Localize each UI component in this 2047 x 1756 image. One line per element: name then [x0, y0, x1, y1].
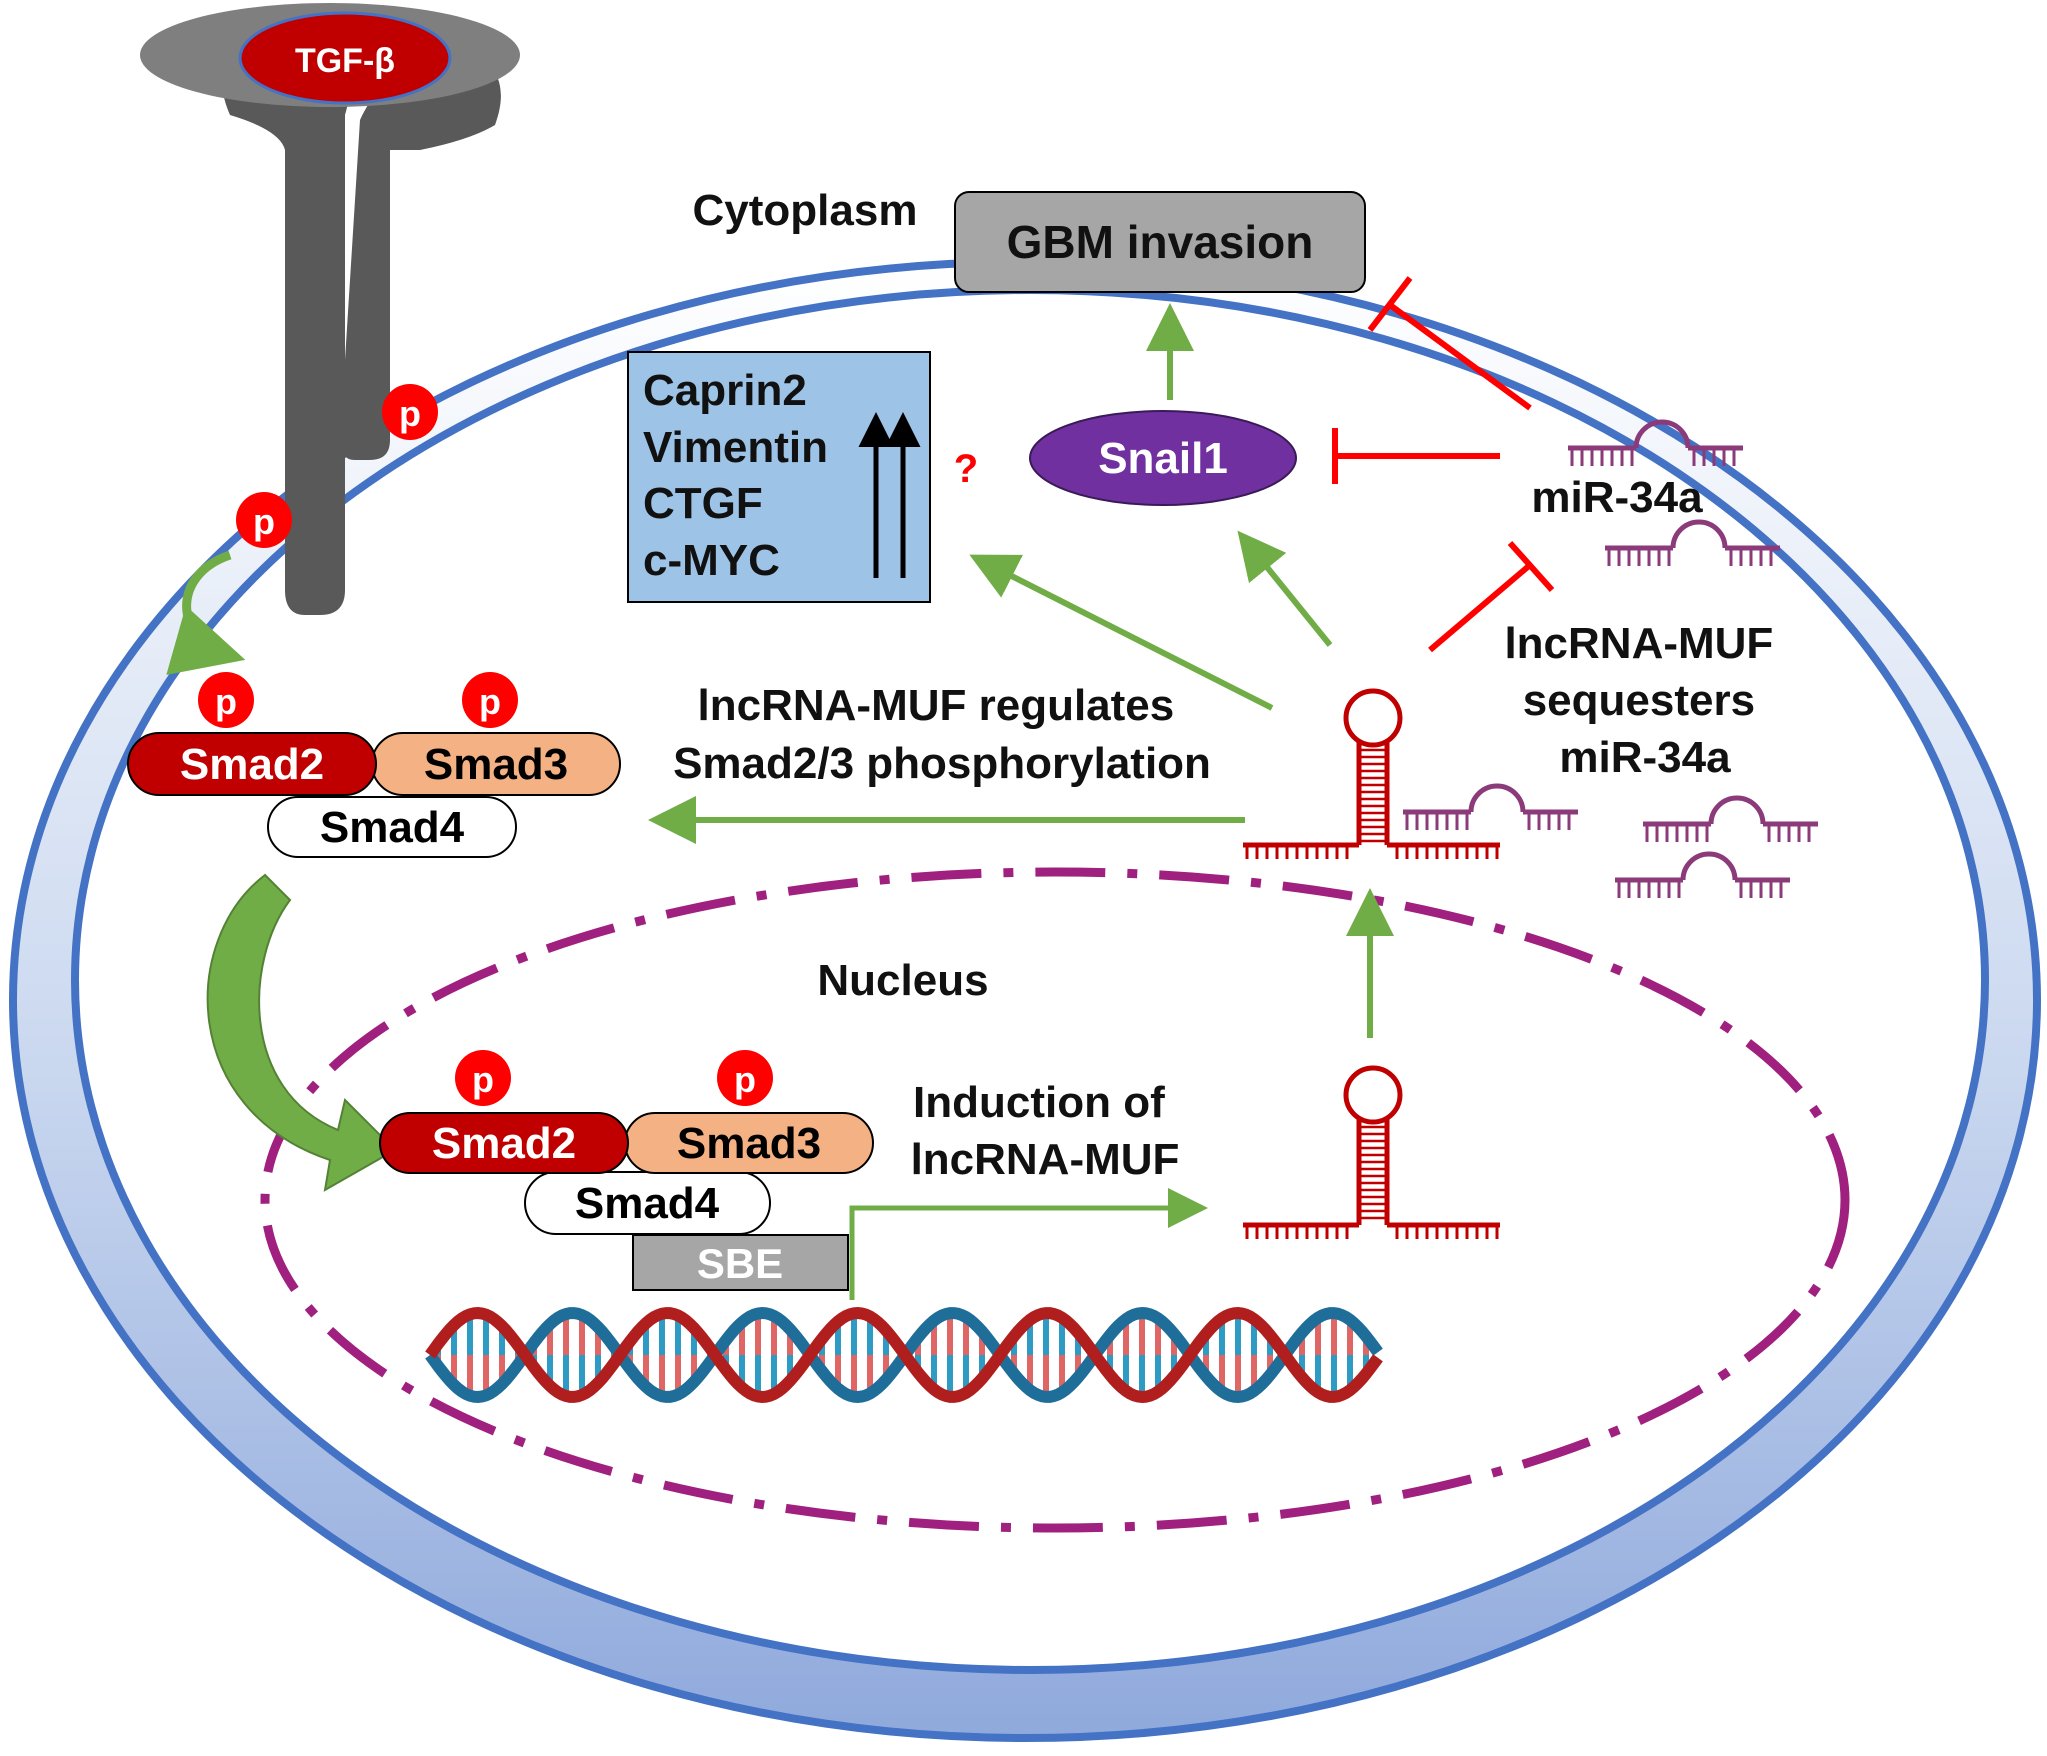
phospho-label: p — [399, 393, 421, 434]
sequesters-line-1: lncRNA-MUF — [1504, 619, 1773, 668]
gene-ctgf: CTGF — [643, 479, 763, 528]
sequesters-line-3: miR-34a — [1559, 733, 1731, 782]
mirna-inhibits-snail1 — [1332, 428, 1500, 484]
dna-double-helix — [425, 1306, 1383, 1404]
mirna-bulge — [1468, 783, 1526, 813]
phosphorylation-curve-arrow — [166, 550, 246, 675]
nucleus-boundary — [260, 867, 1850, 1533]
smad4-label: Smad4 — [575, 1179, 720, 1228]
phospho-label: p — [734, 1059, 756, 1100]
nucleus-label: Nucleus — [817, 956, 988, 1005]
smad2-phospho — [198, 672, 254, 728]
smad2-phospho — [455, 1050, 511, 1106]
snail1-label: Snail1 — [1098, 434, 1228, 483]
nuclear-translocation-arrow — [206, 873, 397, 1192]
tgf-beta-label: TGF-β — [295, 42, 395, 80]
mirna-inhibits-invasion — [1367, 276, 1532, 411]
receptor-phospho-right: p — [382, 384, 438, 440]
regulates-annotation: lncRNA-MUF regulates Smad2/3 phosphoryla… — [673, 681, 1211, 788]
phospho-label: p — [253, 501, 275, 542]
smad4-cytoplasm — [267, 796, 517, 858]
lncrna-to-targets-arrow — [969, 554, 1274, 711]
mirna-bulge — [1680, 851, 1738, 881]
induction-annotation: Induction of lncRNA-MUF — [911, 1078, 1180, 1184]
regulates-line-1: lncRNA-MUF regulates — [698, 681, 1175, 730]
smad3-phospho — [717, 1050, 773, 1106]
sequesters-annotation: lncRNA-MUF sequesters miR-34a — [1504, 619, 1785, 782]
mirna-bulge — [1633, 419, 1691, 449]
smad4-label: Smad4 — [320, 803, 465, 852]
smad2-label: Smad2 — [180, 740, 324, 789]
smad3-label: Smad3 — [424, 740, 568, 789]
dna-strand — [425, 1306, 1383, 1404]
gbm-invasion-label: GBM invasion — [1007, 216, 1314, 268]
gbm-invasion-box: GBM invasion — [954, 191, 1366, 293]
transcription-arrow — [849, 1188, 1208, 1300]
smad-complex-cytoplasm: Smad4 Smad3 Smad2 p p — [127, 672, 621, 858]
phospho-label: p — [472, 1059, 494, 1100]
smad2-nucleus — [379, 1112, 629, 1174]
smad-complex-nucleus: SBE Smad4 Smad3 Smad2 p p — [379, 1050, 874, 1291]
phospho-label: p — [479, 681, 501, 722]
lncrna-inhibits-mirna — [1428, 541, 1555, 653]
gene-c-myc: c-MYC — [643, 536, 780, 585]
lncrna-to-snail-arrow — [1237, 530, 1333, 647]
sbe-element — [632, 1234, 849, 1291]
tgf-beta-receptor: TGF-β — [140, 3, 520, 615]
regulates-line-2: Smad2/3 phosphorylation — [673, 739, 1211, 788]
smad2-cytoplasm — [127, 732, 377, 796]
smad3-phospho — [462, 672, 518, 728]
mirna-bulge — [1708, 795, 1766, 825]
induction-line-2: lncRNA-MUF — [911, 1135, 1180, 1184]
hairpin-loop — [1343, 688, 1403, 748]
hairpin-loop — [1343, 1065, 1403, 1125]
snail1-node: Snail1 — [1029, 410, 1297, 506]
lncrna-muf-cytoplasm — [1243, 688, 1500, 859]
mir-34a-label: miR-34a — [1531, 473, 1703, 522]
receptor-phospho-left: p — [236, 492, 292, 548]
smad3-label: Smad3 — [677, 1119, 821, 1168]
mirna-bulge — [1670, 519, 1728, 549]
phospho-label: p — [215, 681, 237, 722]
unknown-mechanism-mark: ? — [954, 447, 978, 491]
cytoplasm-label: Cytoplasm — [693, 186, 918, 235]
target-genes-box: Caprin2 Vimentin CTGF c-MYC — [627, 351, 931, 603]
sbe-label: SBE — [697, 1240, 783, 1287]
induction-line-1: Induction of — [913, 1078, 1165, 1127]
gene-caprin2: Caprin2 — [643, 366, 807, 415]
smad2-label: Smad2 — [432, 1119, 576, 1168]
gene-vimentin: Vimentin — [643, 423, 828, 472]
lncrna-muf-nucleus — [1243, 1065, 1500, 1239]
mir-34a-molecules — [1403, 419, 1818, 898]
sequesters-line-2: sequesters — [1523, 676, 1755, 725]
